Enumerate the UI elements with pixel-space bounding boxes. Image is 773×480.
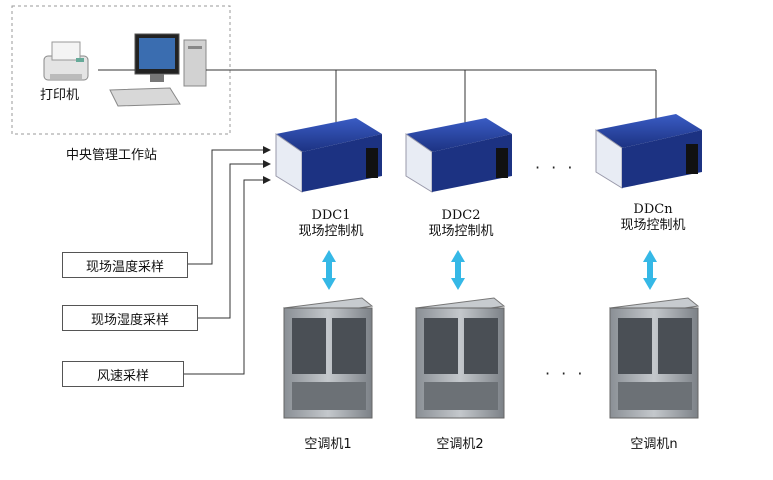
- ac-unit-1-icon: [282, 297, 374, 419]
- ddc-n-name: DDCn: [633, 202, 673, 217]
- printer-label: 打印机: [40, 88, 80, 103]
- ddc-1-desc: 现场控制机: [298, 224, 364, 239]
- ddc-controller-2-icon: [405, 118, 512, 193]
- sensor-humidity: 现场湿度采样: [62, 305, 198, 331]
- ac-unit-2-label: 空调机2: [436, 437, 484, 452]
- sensor-lines: [184, 146, 271, 375]
- bidirectional-arrow-1: [322, 250, 336, 290]
- ddc-2-name: DDC2: [441, 208, 481, 223]
- sensor-temperature: 现场温度采样: [62, 252, 188, 278]
- bidirectional-arrow-2: [451, 250, 465, 290]
- ac-unit-n-label: 空调机n: [630, 437, 678, 452]
- workstation-title: 中央管理工作站: [66, 148, 158, 163]
- network-bus: [98, 69, 657, 132]
- ac-unit-2-icon: [414, 297, 506, 419]
- ddc-2-desc: 现场控制机: [428, 224, 494, 239]
- printer-icon: [43, 41, 89, 81]
- sensor-wind-speed: 风速采样: [62, 361, 184, 387]
- ddc-controller-n-icon: [595, 114, 702, 189]
- ddc-n-desc: 现场控制机: [620, 218, 686, 233]
- ddc-1-name: DDC1: [311, 208, 351, 223]
- bidirectional-arrow-n: [643, 250, 657, 290]
- ac-unit-n-icon: [608, 297, 700, 419]
- ellipsis-ac-units: · · ·: [545, 364, 586, 383]
- computer-icon: [109, 33, 207, 107]
- ac-unit-1-label: 空调机1: [304, 437, 352, 452]
- ddc-controller-1-icon: [275, 118, 382, 193]
- ellipsis-controllers: · · ·: [535, 158, 576, 177]
